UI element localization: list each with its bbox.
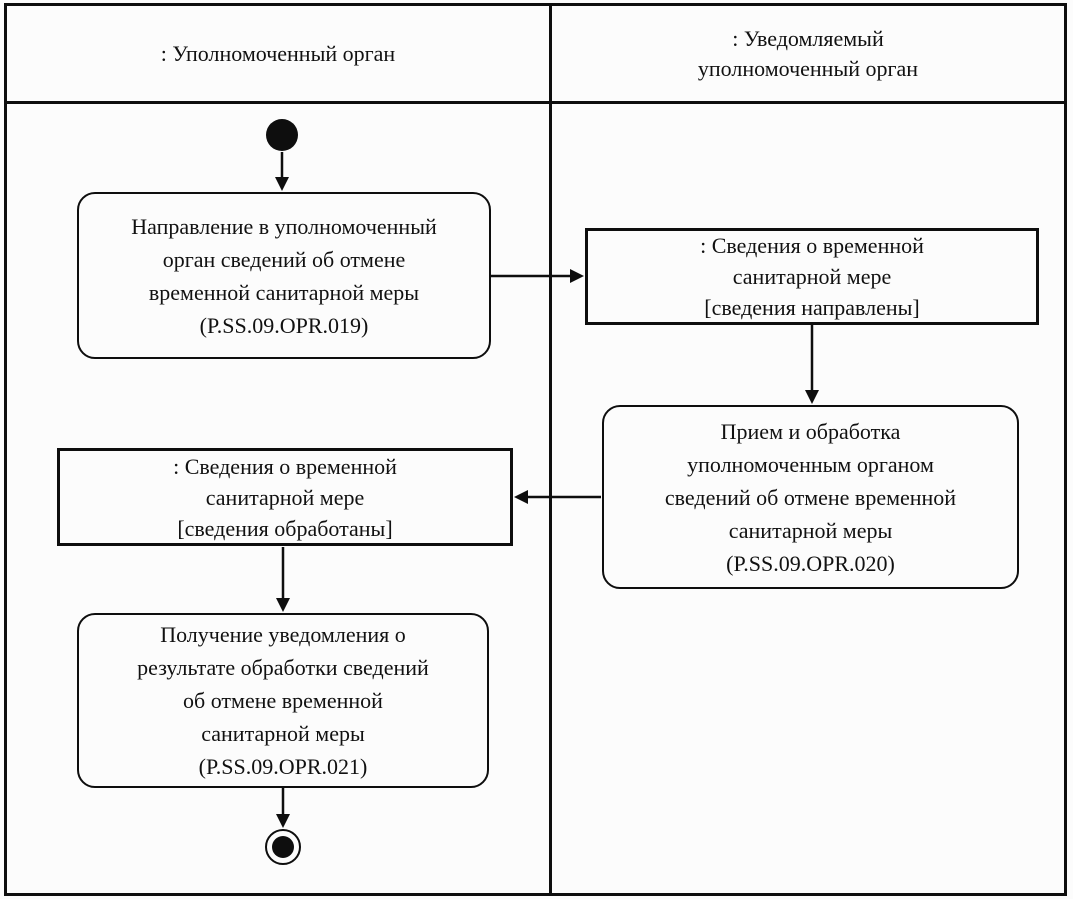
lane-header-authorized-body: : Уполномоченный орган — [160, 40, 396, 66]
lane-header-notified-authorized-body: : Уведомляемый уполномоченный орган — [697, 25, 919, 81]
object-sanitary-measure-info-sent: : Сведения о временной санитарной мере [… — [585, 228, 1039, 325]
action-receive-process-info-020: Прием и обработка уполномоченным органом… — [602, 405, 1019, 589]
lane-header-divider — [4, 101, 1067, 104]
diagram-frame — [4, 3, 1067, 896]
action-send-cancellation-info-019: Направление в уполномоченный орган сведе… — [77, 192, 491, 359]
action-receive-notification-021: Получение уведомления о результате обраб… — [77, 613, 489, 788]
object-sanitary-measure-info-processed: : Сведения о временной санитарной мере [… — [57, 448, 513, 546]
final-node — [265, 829, 301, 865]
initial-node — [266, 119, 298, 151]
lane-divider — [549, 3, 552, 896]
final-node-core — [272, 836, 294, 858]
